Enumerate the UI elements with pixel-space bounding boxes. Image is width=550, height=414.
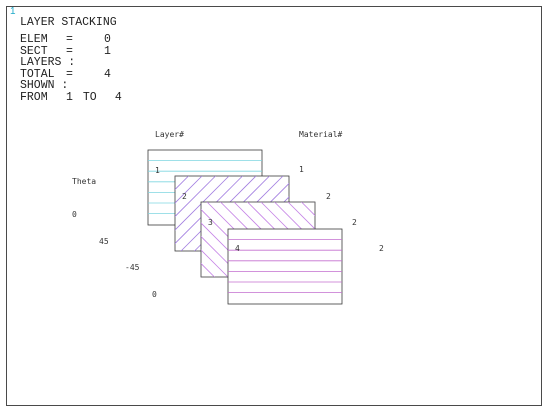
layer-4-material: 2	[379, 244, 384, 253]
elem-eq: =	[66, 33, 73, 46]
total-label: TOTAL	[20, 67, 55, 81]
layer-4-number: 4	[235, 244, 240, 253]
layer-2-material: 2	[326, 192, 331, 201]
layer-1-number: 1	[155, 166, 160, 175]
header-title: LAYER STACKING	[20, 16, 117, 29]
sect-eq: =	[66, 44, 73, 58]
to-value: 4	[114, 90, 122, 104]
total-eq: =	[66, 67, 73, 81]
sect-label: SECT	[20, 44, 48, 58]
layer-column-header: Layer#	[155, 130, 184, 139]
layer-2-theta: 45	[99, 237, 109, 246]
from-label: FROM	[20, 90, 48, 104]
theta-column-header: Theta	[72, 177, 96, 186]
to-label: TO	[82, 90, 97, 104]
hatch-line-3-1	[201, 262, 215, 277]
hatch-line-3-2	[201, 249, 229, 277]
shown-row: SHOWN :	[20, 80, 122, 92]
hatch-line-3-16	[342, 202, 417, 277]
layers-label: LAYERS :	[20, 56, 76, 69]
hatch-line-3-19	[383, 202, 458, 277]
hatch-line-3-12	[287, 202, 315, 230]
hatch-line-2-3	[175, 176, 216, 218]
material-column-header: Material#	[299, 130, 343, 139]
elem-row: ELEM = 0	[20, 34, 122, 46]
hatch-line-3-18	[369, 202, 444, 277]
layer-3-material: 2	[352, 218, 357, 227]
from-to-row: FROM 1 TO 4	[20, 90, 122, 104]
hatch-line-2-18	[343, 176, 418, 251]
hatch-line-2-2	[175, 176, 203, 204]
hatch-line-2-4	[175, 176, 230, 231]
layer-stacking-header: LAYER STACKING ELEM = 0 SECT = 1 LAYERS : TO…	[20, 16, 122, 104]
total-value: 4	[104, 67, 111, 81]
layer-3-theta: -45	[125, 263, 140, 272]
shown-label: SHOWN :	[20, 79, 69, 92]
elem-value: 0	[104, 33, 111, 46]
hatch-line-3-17	[356, 202, 431, 277]
sect-row: SECT = 1	[20, 44, 122, 58]
graphics-window-frame	[6, 6, 542, 406]
hatch-line-2-1	[175, 176, 189, 191]
layer-4-outline	[227, 228, 343, 305]
hatch-line-3-13	[301, 202, 315, 217]
window-number: 1	[10, 6, 16, 17]
total-row: TOTAL = 4	[20, 67, 122, 81]
layer-1-material: 1	[299, 165, 304, 174]
hatch-line-2-19	[357, 176, 432, 251]
layer-4-plate	[227, 228, 343, 305]
layer-4-hatch	[228, 239, 342, 294]
elem-label: ELEM	[20, 33, 48, 46]
layer-1-theta: 0	[72, 210, 77, 219]
layer-4-theta: 0	[152, 290, 157, 299]
sect-value: 1	[104, 44, 111, 58]
layer-3-number: 3	[208, 218, 213, 227]
layer-2-number: 2	[182, 192, 187, 201]
from-value: 1	[66, 90, 73, 104]
layers-row: LAYERS :	[20, 57, 122, 69]
